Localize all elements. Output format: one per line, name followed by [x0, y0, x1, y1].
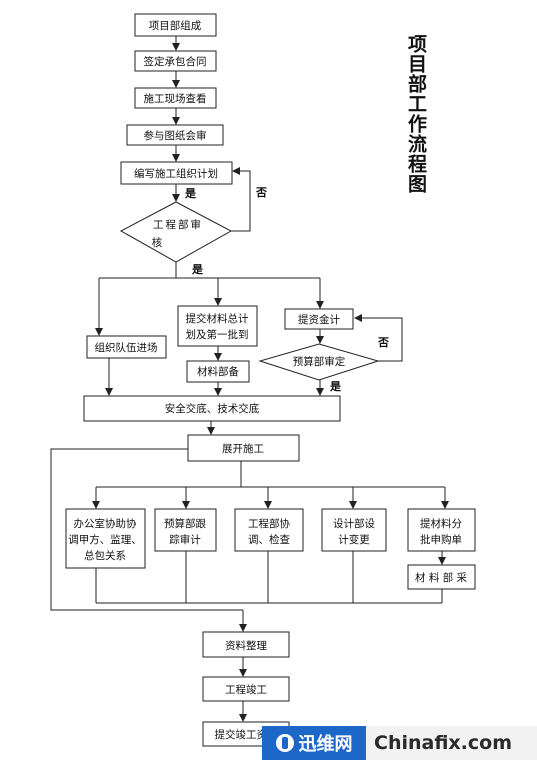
text-start-construction: 展开施工 [222, 442, 264, 455]
text-office-1: 办公室协助协 [74, 517, 137, 530]
text-mat-order-1: 提材料分 [420, 517, 462, 530]
text-submit-materials-1: 提交材料总计 [186, 312, 249, 325]
label-yes-eng: 是 [191, 263, 204, 276]
flowchart-title: 项目部工作流程图 [405, 34, 427, 194]
text-eng-review-2: 核 [152, 236, 163, 249]
box-start-construction [187, 434, 300, 462]
text-material-prep: 材料部备 [197, 365, 239, 378]
box-drawing-review [126, 124, 224, 146]
text-team-setup: 项目部组成 [149, 19, 202, 32]
box-team-setup [134, 13, 217, 37]
box-submit-funds [284, 308, 354, 330]
text-eng-coord-2: 调、检查 [248, 533, 290, 546]
brand-icon [275, 734, 294, 752]
box-completion [202, 676, 290, 702]
box-eng-coordination [234, 508, 304, 552]
text-submit-materials-2: 划及第一批到 [186, 328, 249, 341]
box-sign-contract [134, 50, 217, 72]
box-budget-tracking [154, 508, 217, 552]
label-no-eng: 否 [255, 186, 267, 199]
text-doc-organize: 资料整理 [225, 639, 267, 652]
label-yes-budget: 是 [329, 380, 342, 393]
box-material-order [407, 508, 476, 552]
text-budget-track-1: 预算部跟 [164, 517, 206, 530]
watermark-logo: 迅维网 [262, 726, 366, 760]
watermark-brand: 迅维网 [298, 734, 353, 755]
text-sign-contract: 签定承包合同 [144, 55, 207, 68]
box-write-plan [120, 161, 233, 185]
box-submit-materials [177, 305, 258, 347]
label-no-budget: 否 [377, 336, 389, 349]
text-mat-order-2: 批申购单 [420, 533, 462, 546]
diamond-eng-review [119, 201, 233, 263]
box-office-coordination [65, 508, 146, 569]
diamond-budget-review [258, 343, 380, 381]
text-budget-track-2: 踪审计 [169, 533, 201, 546]
box-doc-organize [202, 631, 290, 658]
watermark: 迅维网 Chinafix.com [260, 722, 537, 764]
box-material-purchase [407, 564, 476, 590]
box-site-survey [134, 87, 217, 109]
box-design-change [321, 508, 387, 552]
text-design-change-1: 设计部设 [333, 517, 375, 530]
text-site-survey: 施工现场查看 [144, 92, 207, 105]
box-safety-briefing [83, 395, 341, 422]
text-mat-purchase: 材 料 部 采 [415, 571, 468, 584]
text-eng-review: 工程部审 [153, 218, 203, 231]
text-budget-review: 预算部审定 [293, 355, 346, 368]
watermark-site: Chinafix.com [366, 726, 537, 760]
box-organize-team [86, 335, 167, 359]
text-eng-coord-1: 工程部协 [248, 517, 290, 530]
text-write-plan: 编写施工组织计划 [134, 167, 218, 180]
text-office-2: 调甲方、监理、 [68, 533, 142, 546]
text-submit-funds: 提资金计 [298, 313, 340, 326]
text-design-change-2: 计变更 [338, 533, 370, 546]
text-drawing-review: 参与图纸会审 [144, 129, 207, 142]
text-office-3: 总包关系 [84, 549, 126, 562]
text-organize-team: 组织队伍进场 [95, 341, 158, 354]
text-completion: 工程竣工 [225, 683, 267, 696]
label-yes-plan: 是 [184, 187, 197, 200]
text-safety-briefing: 安全交底、技术交底 [165, 402, 260, 415]
box-material-prep [186, 360, 250, 383]
